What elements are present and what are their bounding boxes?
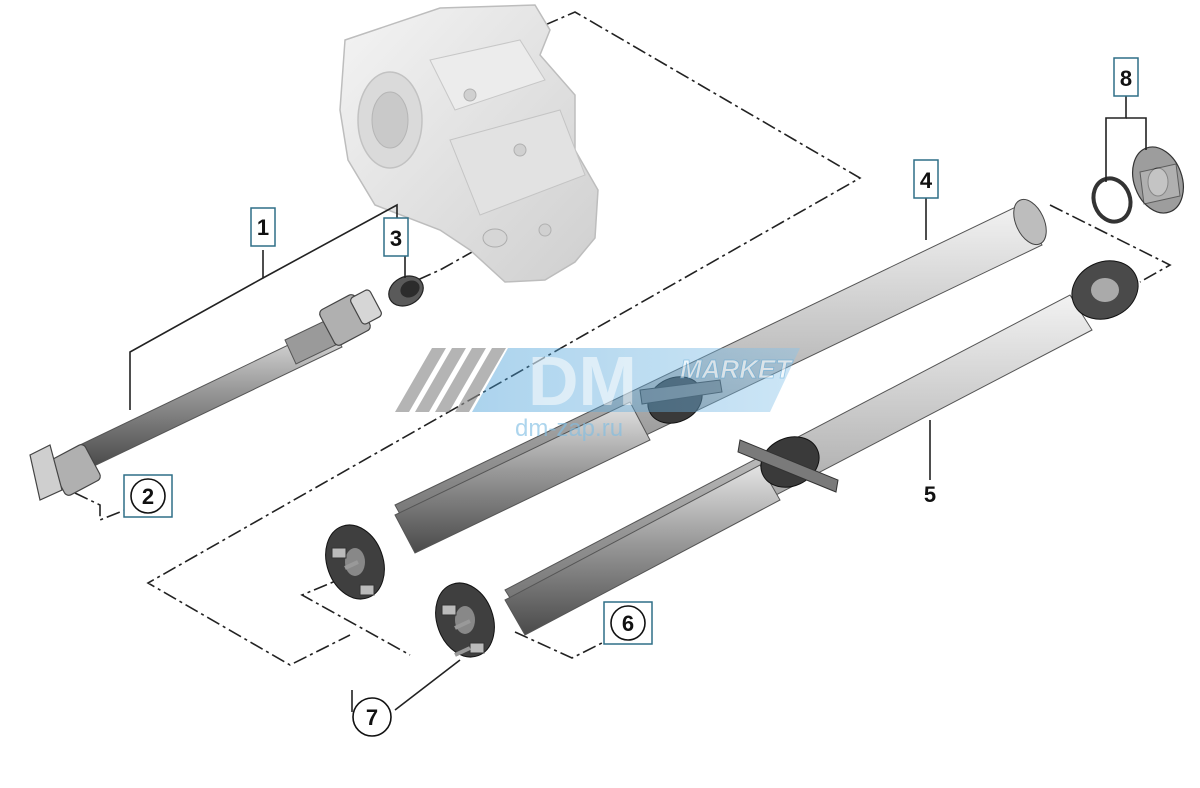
callout-2: 2 xyxy=(123,474,173,518)
o-ring xyxy=(1091,176,1133,224)
seal-ring xyxy=(388,275,424,307)
flex-disc-lower xyxy=(435,582,495,658)
callout-leaders xyxy=(129,95,1147,712)
leader-flange-bottom-right xyxy=(514,631,609,659)
universal-joint-lower xyxy=(29,444,101,501)
watermark-badge xyxy=(472,348,800,412)
callout-label: 1 xyxy=(257,215,269,240)
callout-label: 3 xyxy=(390,226,402,251)
watermark: DM MARKET dm-zap.ru xyxy=(395,342,800,442)
front-propeller-shaft xyxy=(29,289,382,501)
center-bearing-lower xyxy=(737,436,839,493)
callout-7: 7 xyxy=(352,697,392,737)
watermark-logo-sub: MARKET xyxy=(680,354,793,384)
leader-joint2 xyxy=(74,492,126,522)
leader-lines xyxy=(74,11,1172,666)
callout-circle xyxy=(130,478,166,514)
callout-label: 5 xyxy=(924,482,936,507)
callout-circle xyxy=(352,697,392,737)
watermark-logo: DM xyxy=(528,342,637,420)
callout-4: 4 xyxy=(913,159,939,199)
callout-box xyxy=(250,207,276,247)
watermark-stripes xyxy=(395,348,506,412)
callout-3: 3 xyxy=(383,217,409,257)
universal-joint-upper xyxy=(319,289,382,346)
callout-label: 7 xyxy=(366,705,378,730)
callout-box xyxy=(913,159,939,199)
transfer-case xyxy=(339,4,599,283)
callout-label: 6 xyxy=(622,611,634,636)
callout-6: 6 xyxy=(603,601,653,645)
callout-box xyxy=(383,217,409,257)
output-flange xyxy=(1132,146,1184,214)
watermark-url: dm-zap.ru xyxy=(515,415,623,442)
leader-shaft5-to-flange xyxy=(1049,204,1172,283)
leader-transfercase-to-shaft4 xyxy=(146,11,862,666)
callout-label: 2 xyxy=(142,484,154,509)
rear-propeller-shaft-lower xyxy=(435,260,1139,658)
leader-flange-bottom-left xyxy=(300,574,411,656)
callout-box xyxy=(1113,57,1139,97)
callout-8: 8 xyxy=(1113,57,1139,97)
bolts xyxy=(344,560,471,657)
callout-label: 4 xyxy=(920,168,933,193)
rear-joint-lower xyxy=(1071,260,1139,320)
callout-1: 1 xyxy=(250,207,276,247)
callout-5: 5 xyxy=(924,482,936,507)
callout-circle xyxy=(610,605,646,641)
callout-label: 8 xyxy=(1120,66,1132,91)
